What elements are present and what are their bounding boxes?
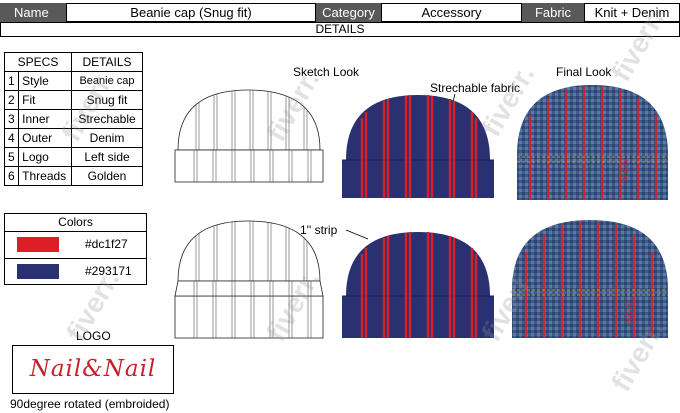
row-number: 4 [3,128,20,148]
category-label: Category [316,3,381,22]
logo-title: LOGO [76,329,111,343]
fabric-value: Knit + Denim [584,3,680,22]
name-value: Beanie cap (Snug fit) [66,3,316,22]
final-logo-embroidery: N&N [621,157,631,183]
row-spec: Style [18,71,72,91]
row-detail: Snug fit [71,90,143,110]
logo-box: Nail&Nail [12,345,174,394]
colored-beanie-bottom [342,232,494,338]
strip-leader-line [345,229,369,240]
final-look-label: Final Look [556,65,612,79]
table-row: 6 Threads Golden [3,166,143,186]
logo-script: Nail&Nail [29,356,157,382]
color-swatch-row: #dc1f27 [5,232,146,259]
logo-caption: 90degree rotated (embroided) [10,397,170,411]
row-number: 6 [3,166,20,186]
row-detail: Golden [71,166,143,186]
table-row: 1 Style Beanie cap [3,71,143,91]
specs-col-header: SPECS [4,52,72,72]
row-number: 3 [3,109,20,129]
final-beanie-top: N&N [517,85,668,200]
color-swatch-row: #293171 [5,259,146,285]
strechable-label: Strechable fabric [430,81,521,95]
row-spec: Inner [18,109,72,129]
table-row: 3 Inner Strechable [3,109,143,129]
sketch-look-label: Sketch Look [293,65,360,79]
row-number: 2 [3,90,20,110]
table-row: 2 Fit Snug fit [3,90,143,110]
color-hex-label: #dc1f27 [85,237,128,251]
color-swatch-navy [17,264,59,279]
color-swatch-red [17,237,59,252]
category-value: Accessory [381,3,522,22]
colors-title: Colors [5,214,146,232]
color-hex-label: #293171 [85,264,132,278]
row-number: 5 [3,147,20,167]
sketch-beanie-top [174,89,324,183]
row-spec: Logo [18,147,72,167]
row-detail: Left side [71,147,143,167]
fabric-label: Fabric [522,3,584,22]
colors-box: Colors #dc1f27 #293171 [4,213,147,285]
row-spec: Fit [18,90,72,110]
specs-header-row: SPECS DETAILS [4,52,143,72]
sketch-beanie-bottom [174,220,324,339]
strip-label: 1'' strip [300,223,338,237]
row-detail: Beanie cap [71,71,143,91]
name-label: Name [0,3,66,22]
final-logo-embroidery: N&N [625,300,635,326]
row-spec: Outer [18,128,72,148]
colored-beanie-top [342,95,494,198]
row-spec: Threads [18,166,72,186]
row-detail: Strechable [71,109,143,129]
specs-table: SPECS DETAILS 1 Style Beanie cap 2 Fit S… [3,52,143,186]
table-row: 5 Logo Left side [3,147,143,167]
final-beanie-bottom: N&N [512,220,668,338]
